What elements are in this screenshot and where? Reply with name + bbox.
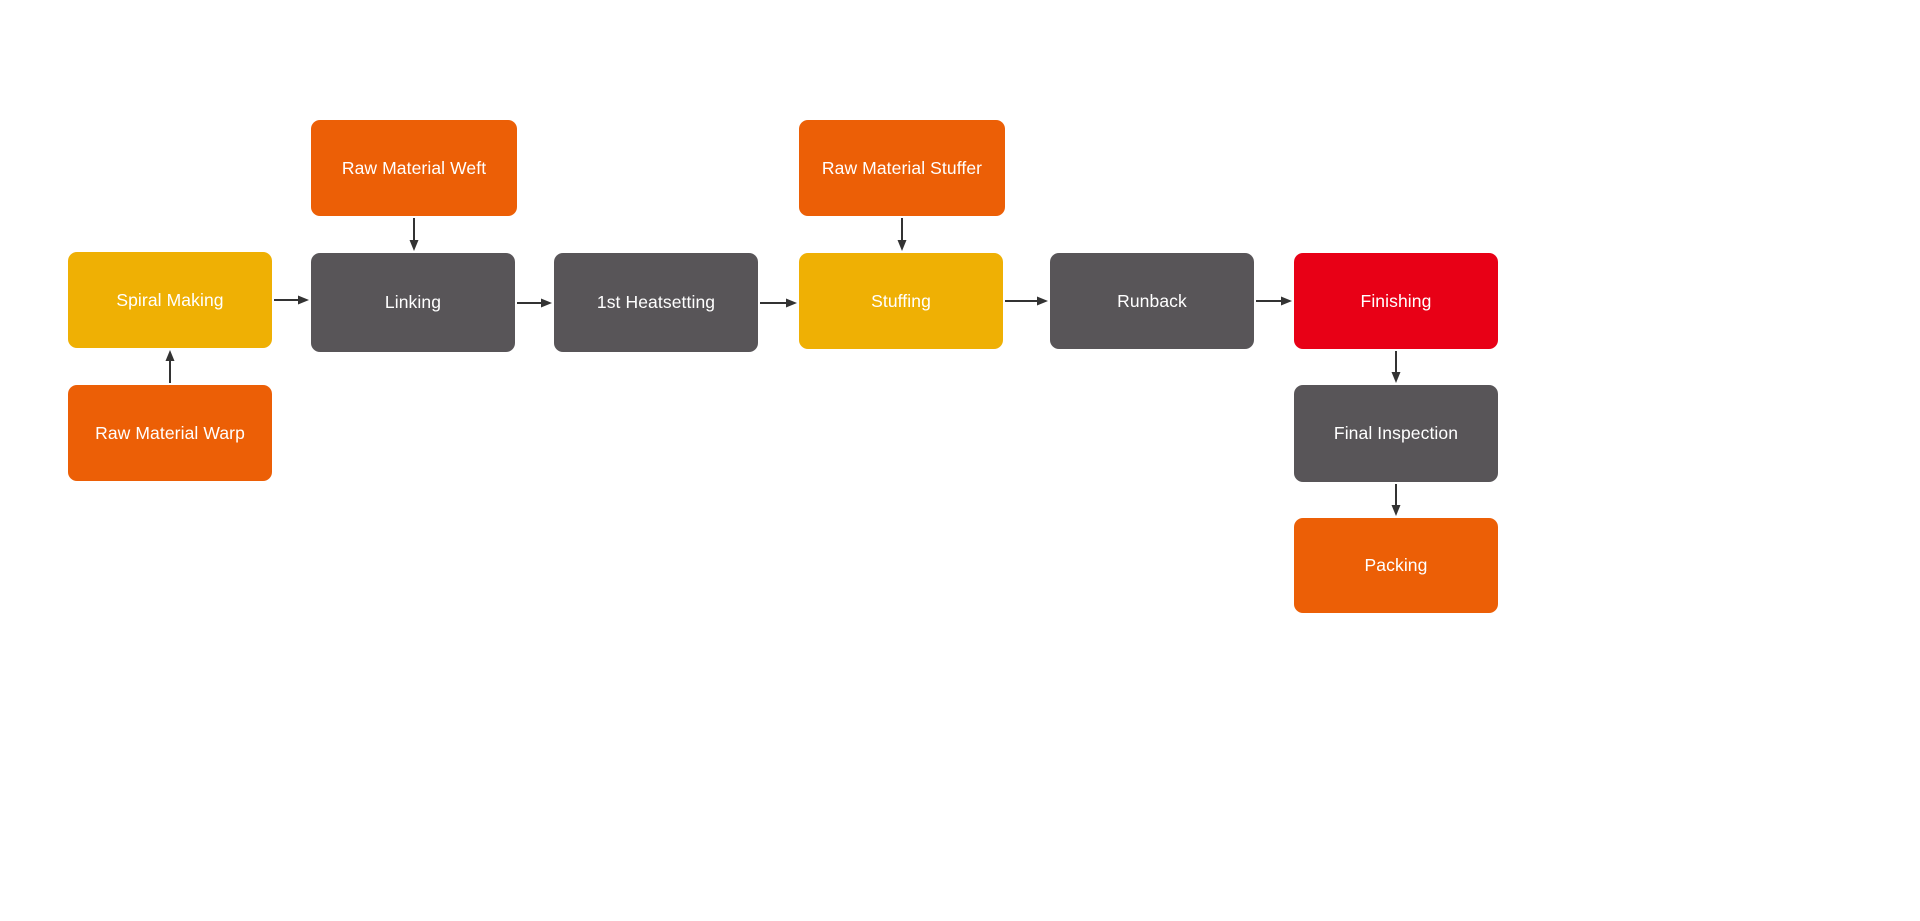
node-label: Raw Material Warp xyxy=(95,422,245,443)
node-spiral-making[interactable]: Spiral Making xyxy=(68,252,272,348)
node-packing[interactable]: Packing xyxy=(1294,518,1498,613)
edge-raw-material-warp-to-spiral-making xyxy=(165,350,175,383)
node-stuffing[interactable]: Stuffing xyxy=(799,253,1003,349)
node-label: Spiral Making xyxy=(116,289,224,310)
node-label: 1st Heatsetting xyxy=(596,292,716,312)
edge-final-inspection-to-packing xyxy=(1391,484,1401,516)
node-label: Raw Material Stuffer xyxy=(821,157,983,178)
edge-raw-material-stuffer-to-stuffing xyxy=(897,218,907,251)
node-label: Raw Material Weft xyxy=(341,157,487,178)
edge-runback-to-finishing xyxy=(1256,296,1292,306)
node-raw-material-weft[interactable]: Raw Material Weft xyxy=(311,120,517,216)
node-label: Final Inspection xyxy=(1333,423,1459,443)
node-label: Linking xyxy=(384,292,442,312)
node-label: Runback xyxy=(1117,290,1187,311)
node-finishing[interactable]: Finishing xyxy=(1294,253,1498,349)
node-raw-material-stuffer[interactable]: Raw Material Stuffer xyxy=(799,120,1005,216)
edge-first-heatsetting-to-stuffing xyxy=(760,298,797,308)
edge-linking-to-first-heatsetting xyxy=(517,298,552,308)
node-label: Finishing xyxy=(1360,290,1432,311)
node-label: Packing xyxy=(1364,555,1428,575)
node-final-inspection[interactable]: Final Inspection xyxy=(1294,385,1498,482)
node-raw-material-warp[interactable]: Raw Material Warp xyxy=(68,385,272,481)
edge-spiral-making-to-linking xyxy=(274,295,309,305)
node-linking[interactable]: Linking xyxy=(311,253,515,352)
edge-raw-material-weft-to-linking xyxy=(409,218,419,251)
node-runback[interactable]: Runback xyxy=(1050,253,1254,349)
edge-stuffing-to-runback xyxy=(1005,296,1048,306)
edge-finishing-to-final-inspection xyxy=(1391,351,1401,383)
node-first-heatsetting[interactable]: 1st Heatsetting xyxy=(554,253,758,352)
node-label: Stuffing xyxy=(871,290,931,311)
